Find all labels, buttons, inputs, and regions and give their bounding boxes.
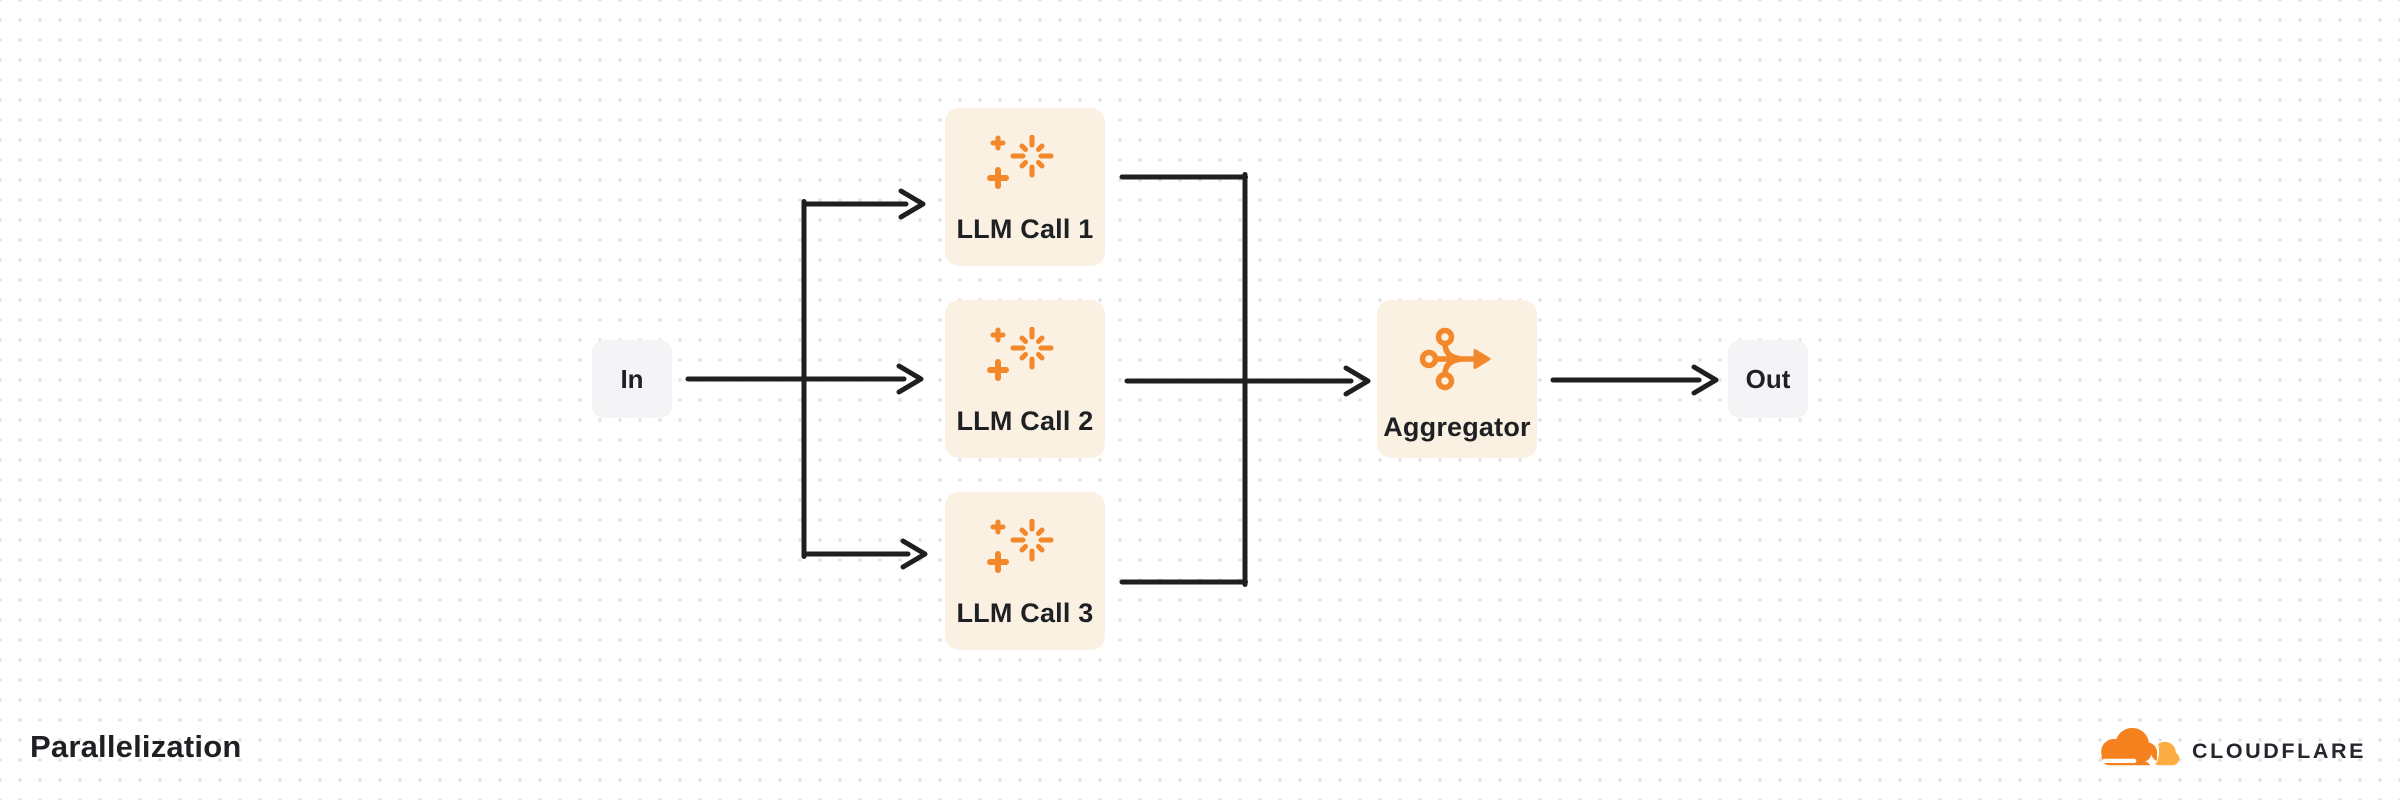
arrowhead-llm2 bbox=[896, 363, 924, 395]
node-llm-call-3-label: LLM Call 3 bbox=[956, 598, 1094, 628]
node-in-label: In bbox=[620, 363, 644, 394]
diagram-title: Parallelization bbox=[30, 729, 242, 764]
node-llm-call-3: LLM Call 3 bbox=[945, 492, 1105, 650]
node-llm-call-1: LLM Call 1 bbox=[945, 108, 1105, 266]
node-llm-call-2: LLM Call 2 bbox=[945, 300, 1105, 458]
sparkle-icon bbox=[987, 135, 1054, 189]
node-in: In bbox=[592, 340, 672, 418]
arrowhead-llm1 bbox=[898, 188, 926, 220]
node-llm-call-1-label: LLM Call 1 bbox=[956, 214, 1094, 244]
merge-arrow-icon bbox=[1419, 327, 1491, 391]
cloudflare-logo: CLOUDFLARE bbox=[2090, 724, 2366, 770]
arrowhead-out bbox=[1691, 364, 1719, 396]
sparkle-icon bbox=[987, 519, 1054, 573]
arrowhead-llm3 bbox=[900, 538, 928, 570]
sparkle-icon bbox=[987, 327, 1054, 381]
cloudflare-cloud-icon bbox=[2101, 727, 2180, 770]
cloudflare-wordmark: CLOUDFLARE bbox=[2192, 739, 2367, 763]
node-out-label: Out bbox=[1745, 363, 1791, 394]
node-llm-call-2-label: LLM Call 2 bbox=[956, 406, 1094, 436]
arrowhead-aggregator bbox=[1343, 365, 1371, 397]
node-aggregator: Aggregator bbox=[1377, 300, 1537, 458]
node-out: Out bbox=[1728, 340, 1808, 418]
node-aggregator-label: Aggregator bbox=[1383, 412, 1531, 442]
